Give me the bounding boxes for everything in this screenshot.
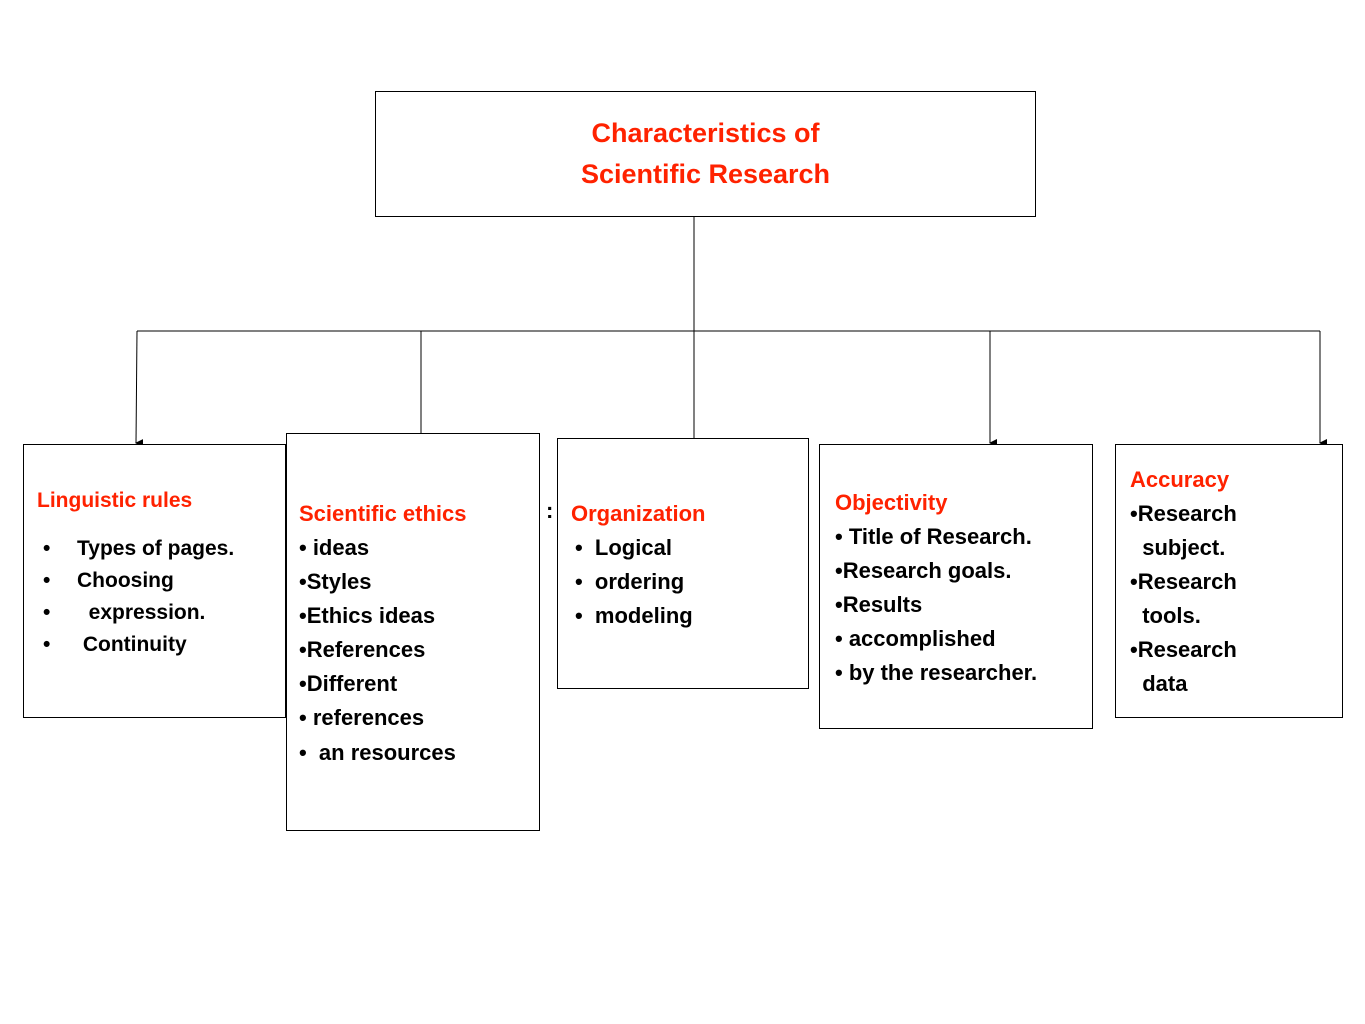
list-item: • Types of pages. — [37, 533, 234, 565]
organization-item-2: • ordering — [575, 569, 685, 594]
objectivity-item-4: • accomplished — [835, 626, 996, 651]
arrow-to-linguistic — [135, 330, 144, 448]
accuracy-item-5: •Research — [1130, 637, 1237, 662]
objectivity-item-1: • Title of Research. — [835, 524, 1032, 549]
objectivity-item-5: • by the researcher. — [835, 660, 1038, 685]
organization-item-3: • modeling — [575, 603, 693, 628]
ethics-item-5: •Different — [299, 671, 398, 696]
scientific-ethics-heading: Scientific ethics — [299, 501, 467, 526]
ethics-item-1: • ideas — [299, 535, 370, 560]
bullet-icon: • — [43, 601, 51, 624]
ethics-item-6: • references — [299, 705, 425, 730]
list-item: • Continuity — [37, 629, 234, 661]
scientific-ethics-box: Scientific ethics • ideas •Styles •Ethic… — [286, 433, 540, 831]
linguistic-rules-box: Linguistic rules • Types of pages. • Cho… — [23, 444, 286, 718]
ethics-item-7: • an resources — [299, 740, 456, 765]
bullet-icon: • — [43, 569, 51, 592]
linguistic-item-2: Choosing — [77, 569, 174, 592]
linguistic-rules-heading: Linguistic rules — [37, 489, 193, 512]
list-item: • Choosing — [37, 565, 234, 597]
accuracy-box: Accuracy •Research subject. •Research to… — [1115, 444, 1343, 718]
objectivity-heading: Objectivity — [835, 490, 948, 515]
title-line-1: Characteristics of — [591, 118, 820, 148]
organization-box: Organization • Logical • ordering • mode… — [557, 438, 809, 689]
objectivity-item-3: •Results — [835, 592, 923, 617]
objectivity-box: Objectivity • Title of Research. •Resear… — [819, 444, 1093, 729]
accuracy-item-1: •Research — [1130, 501, 1237, 526]
list-item: • expression. — [37, 597, 234, 629]
accuracy-item-2: subject. — [1130, 535, 1226, 560]
ethics-item-3: •Ethics ideas — [299, 603, 436, 628]
bullet-icon: • — [43, 633, 51, 656]
organization-heading: Organization — [571, 501, 706, 526]
organization-item-1: • Logical — [575, 535, 672, 560]
accuracy-item-3: •Research — [1130, 569, 1237, 594]
accuracy-item-4: tools. — [1130, 603, 1201, 628]
title-box: Characteristics of Scientific Research — [375, 91, 1036, 217]
accuracy-heading: Accuracy — [1130, 467, 1230, 492]
title-line-2: Scientific Research — [580, 159, 831, 189]
objectivity-item-2: •Research goals. — [835, 558, 1012, 583]
bullet-icon: • — [43, 537, 51, 560]
accuracy-item-6: data — [1130, 671, 1188, 696]
ethics-item-2: •Styles — [299, 569, 372, 594]
linguistic-item-1: Types of pages. — [77, 537, 235, 560]
linguistic-item-3: expression. — [77, 601, 206, 624]
linguistic-item-4: Continuity — [77, 633, 187, 656]
ethics-item-4: •References — [299, 637, 426, 662]
separator-colon: : — [546, 498, 554, 523]
